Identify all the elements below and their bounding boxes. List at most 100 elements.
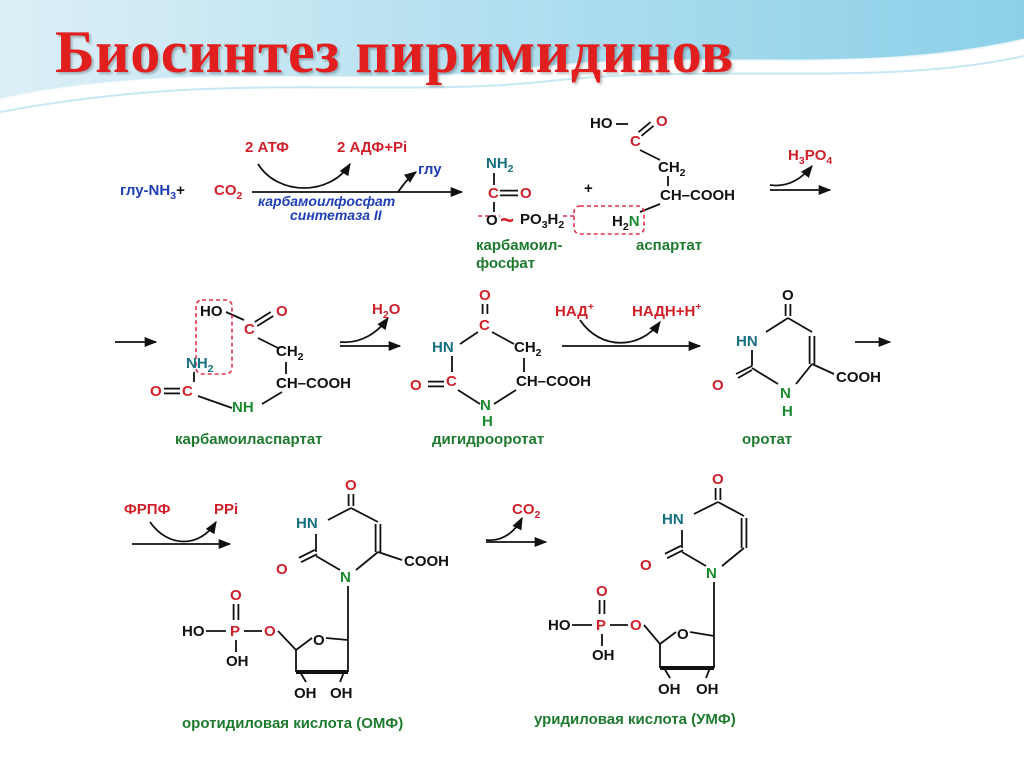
asp-h2n-part: 2 [623,221,629,233]
cofactor-nad-part: + [588,301,594,313]
ump-hn-part: HN [662,511,684,528]
asp-o: O [656,113,668,130]
omp-ribose-1 [295,637,313,651]
h3po4-release-arrow [769,165,813,187]
ca-bond-c-o [254,311,272,323]
ca-bond-c-ch2 [257,337,279,349]
ump-bond-c3-oh [705,667,711,679]
omp-n-part: N [340,569,351,586]
dho-ch-cooh-part: CH [516,373,538,390]
release-h2o-part: H [372,301,383,318]
ca-bond-ho-c [225,311,245,321]
omp-p: P [230,623,240,640]
ca-nh: NH [232,399,254,416]
name-dihydroorotate-part: дигидрооротат [432,431,544,448]
name-aspartate: аспартат [636,237,702,254]
or-bond-cooh [811,363,835,375]
asp-c: C [630,133,641,150]
asp-ho: HO [590,115,613,132]
cp-high-energy-bond: ~ [500,207,514,234]
asp-ch2-part: CH [658,159,680,176]
ump-oh-part: OH [592,647,615,664]
condensation-highlight-box [573,205,645,235]
asp-ch2-part: 2 [680,167,686,179]
or-h: H [782,403,793,420]
omp-bond-c3-oh [339,671,345,683]
omp-p-o-top: O [230,587,242,604]
substrate-glutamine-part: 3 [170,190,176,202]
substrate-co2: CO2 [214,182,243,202]
ump-oh: OH [592,647,615,664]
omp-ho-part: HO [182,623,205,640]
or-o-left-part: O [712,377,724,394]
omp-oh-3-part: OH [330,685,353,702]
release-co2: CO2 [512,501,541,521]
ca-ch2-part: 2 [298,351,304,363]
dho-ch-cooh-part: –COOH [538,373,591,390]
ump-oh-2: OH [658,681,681,698]
dho-ch-cooh: CH–COOH [516,373,591,390]
ca-ho-part: HO [200,303,223,320]
cofactor-prpp: ФРПФ [124,501,171,518]
omp-ho: HO [182,623,205,640]
ca-nh-part: NH [232,399,254,416]
dho-c-bottom-part: C [446,373,457,390]
or-o-top: O [782,287,794,304]
ca-nh2-part: NH [186,355,208,372]
name-omp-part: оротидиловая кислота (ОМФ) [182,715,403,732]
omp-oh-2-part: OH [294,685,317,702]
ump-p: P [596,617,606,634]
omp-cooh: COOH [404,553,449,570]
cp-po3h2-part: H [548,211,559,228]
dho-ch2: CH2 [514,339,542,359]
ump-o-left-part: O [640,557,652,574]
ump-p-o: O [630,617,642,634]
cofactor-ppi-part: PPi [214,501,238,518]
release-h3po4-part: PO [805,147,827,164]
cp-po3h2: PO3H2 [520,211,564,231]
ump-o-left: O [640,557,652,574]
release-h3po4-part: 4 [826,155,832,167]
ump-p-o-top: O [596,583,608,600]
or-o-top-part: O [782,287,794,304]
dho-h-part: H [482,413,493,430]
ump-oh-3: OH [696,681,719,698]
ump-ribose-1 [659,631,677,645]
ump-p-o-part: O [630,617,642,634]
dho-o-top-part: O [479,287,491,304]
atp-curved-arrow [257,162,351,189]
co2-release-arrow [485,516,523,542]
or-bond-ring-5 [751,367,779,385]
enzyme-name-line-2-part: синтетаза II [290,207,383,223]
omp-cooh-part: COOH [404,553,449,570]
or-n: N [780,385,791,402]
dho-o-top: O [479,287,491,304]
ump-ribose-2 [689,631,715,637]
name-ump: уридиловая кислота (УМФ) [534,711,736,728]
omp-p-o-part: O [264,623,276,640]
ca-c-top-part: C [244,321,255,338]
asp-ch-cooh: CH–COOH [660,187,735,204]
release-co2-part: CO [512,501,535,518]
ump-oh-3-part: OH [696,681,719,698]
or-hn-part: HN [736,333,758,350]
cp-nh2-part: 2 [508,163,514,175]
plus-sign-2-part: + [584,180,593,197]
asp-ho-part: HO [590,115,613,132]
ca-c-bottom-part: C [182,383,193,400]
ump-ho-part: HO [548,617,571,634]
or-o-left: O [712,377,724,394]
omp-p-o: O [264,623,276,640]
name-orotate: оротат [742,431,792,448]
dho-bond-c-n [459,331,479,345]
asp-bond-c-o [640,125,655,137]
release-h2o-part: O [389,301,401,318]
name-ump-part: уридиловая кислота (УМФ) [534,711,736,728]
omp-hn-part: HN [296,515,318,532]
omp-bond-c-o-left [300,553,318,563]
ca-ho: HO [200,303,223,320]
ca-o-left-part: O [150,383,162,400]
cp-o-single-part: O [486,212,498,229]
removed-water-highlight-box [195,299,233,375]
